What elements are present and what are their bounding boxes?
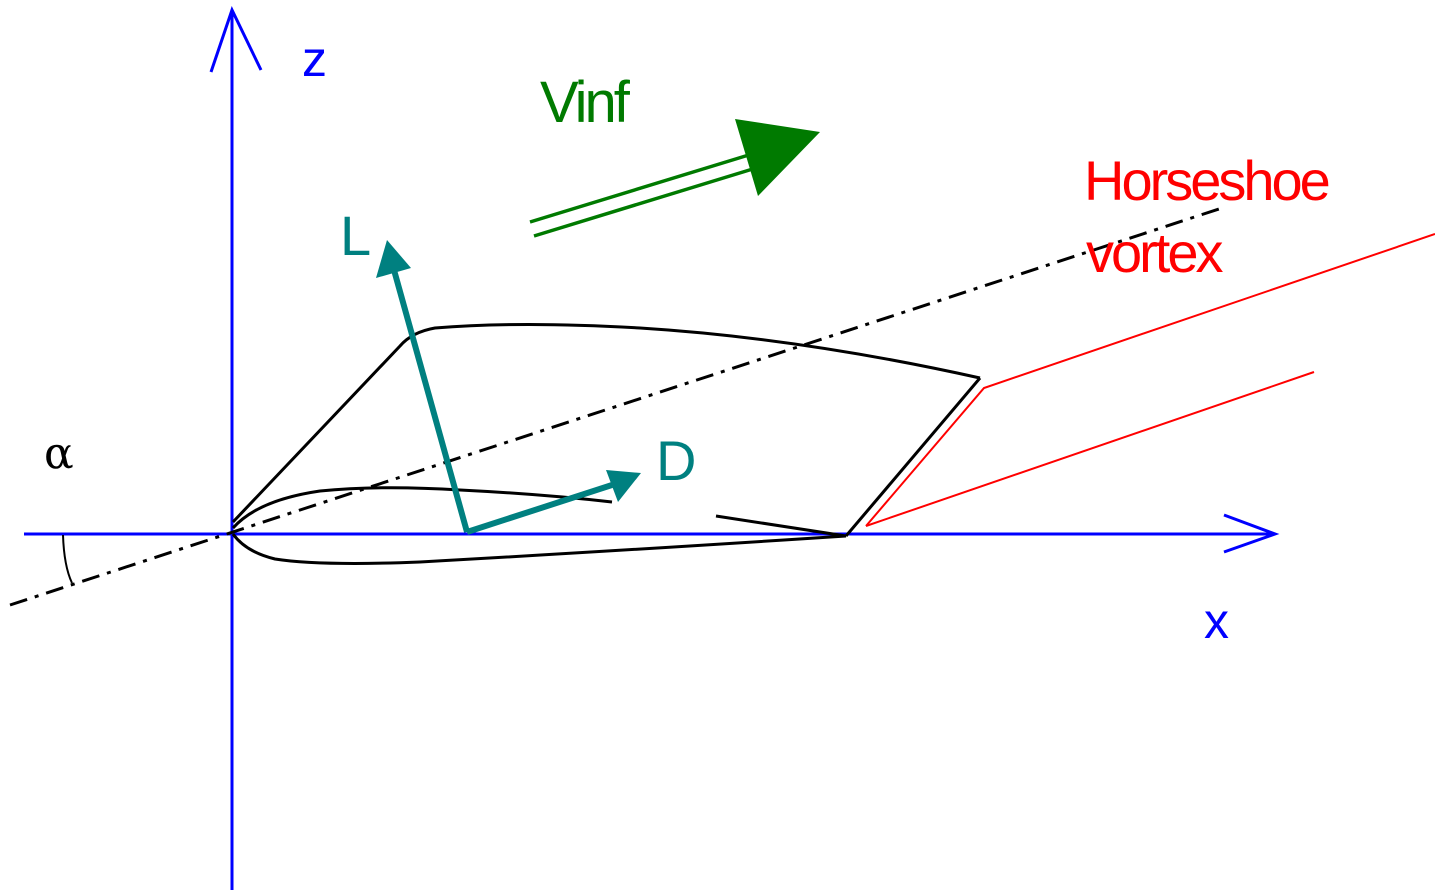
velocity-shaft-upper <box>529 152 753 224</box>
wing-leading-edge <box>231 323 981 524</box>
drag-label: D <box>656 429 696 492</box>
angle-of-attack-arc <box>62 534 73 584</box>
vortex-bound-and-outer-leg <box>865 233 1435 527</box>
vortex-label-line2: vortex <box>1086 221 1223 284</box>
airfoil-upper-surface <box>231 486 613 530</box>
drag-shaft <box>466 482 613 535</box>
z-axis-label: z <box>302 31 327 87</box>
x-axis-arrowhead <box>1223 513 1280 554</box>
lift-vector <box>376 240 470 533</box>
freestream-velocity-arrow <box>529 119 820 238</box>
airfoil-section <box>231 486 847 565</box>
lift-shaft <box>391 269 470 533</box>
chord-line <box>9 205 1226 607</box>
angle-of-attack-label: α <box>44 428 74 479</box>
x-axis-label: x <box>1204 593 1229 649</box>
z-axis <box>209 6 263 890</box>
lift-arrowhead <box>376 240 411 278</box>
airfoil-upper-trailing <box>715 514 847 538</box>
drag-vector <box>466 470 641 535</box>
x-axis <box>24 513 1280 554</box>
lift-label: L <box>340 204 371 267</box>
airfoil-lower-surface <box>231 533 847 565</box>
velocity-shaft-lower <box>533 166 757 238</box>
horseshoe-vortex <box>865 233 1435 527</box>
drag-arrowhead <box>606 470 641 502</box>
velocity-arrowhead <box>735 119 820 196</box>
vortex-label-line1: Horseshoe <box>1084 149 1329 212</box>
velocity-label: Vinf <box>540 70 631 135</box>
wing-tip-edge <box>844 377 982 537</box>
z-axis-arrowhead <box>209 6 263 73</box>
wing-planform <box>231 323 982 537</box>
vortex-inner-leg <box>865 371 1315 527</box>
